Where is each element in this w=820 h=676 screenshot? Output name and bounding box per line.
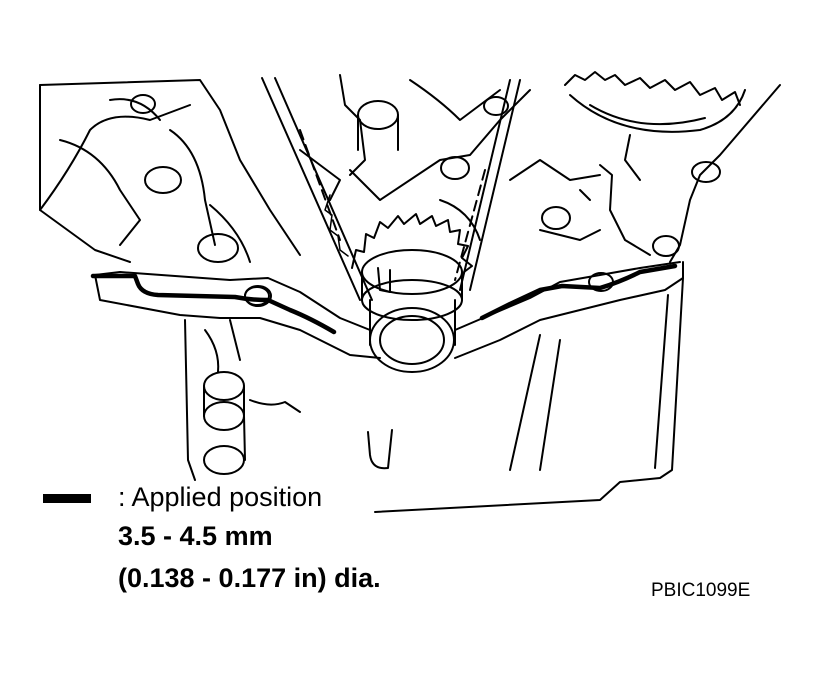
cylinder-block-right: [579, 84, 781, 263]
crankshaft-sprocket: [324, 194, 473, 373]
cylinder-block-center: [299, 74, 601, 241]
figure-code: PBIC1099E: [651, 580, 751, 601]
bead-size-in: (0.138 - 0.177 in) dia.: [118, 563, 381, 593]
camshaft-sprocket: [564, 71, 746, 181]
cylinder-block-left: [39, 79, 301, 307]
legend-label: : Applied position: [118, 482, 323, 512]
timing-chain: [261, 77, 521, 301]
bead-line-icon: [43, 494, 91, 503]
liquid-gasket-bead: [90, 263, 678, 335]
oil-pan: [184, 277, 684, 513]
bead-size-mm: 3.5 - 4.5 mm: [118, 521, 273, 551]
